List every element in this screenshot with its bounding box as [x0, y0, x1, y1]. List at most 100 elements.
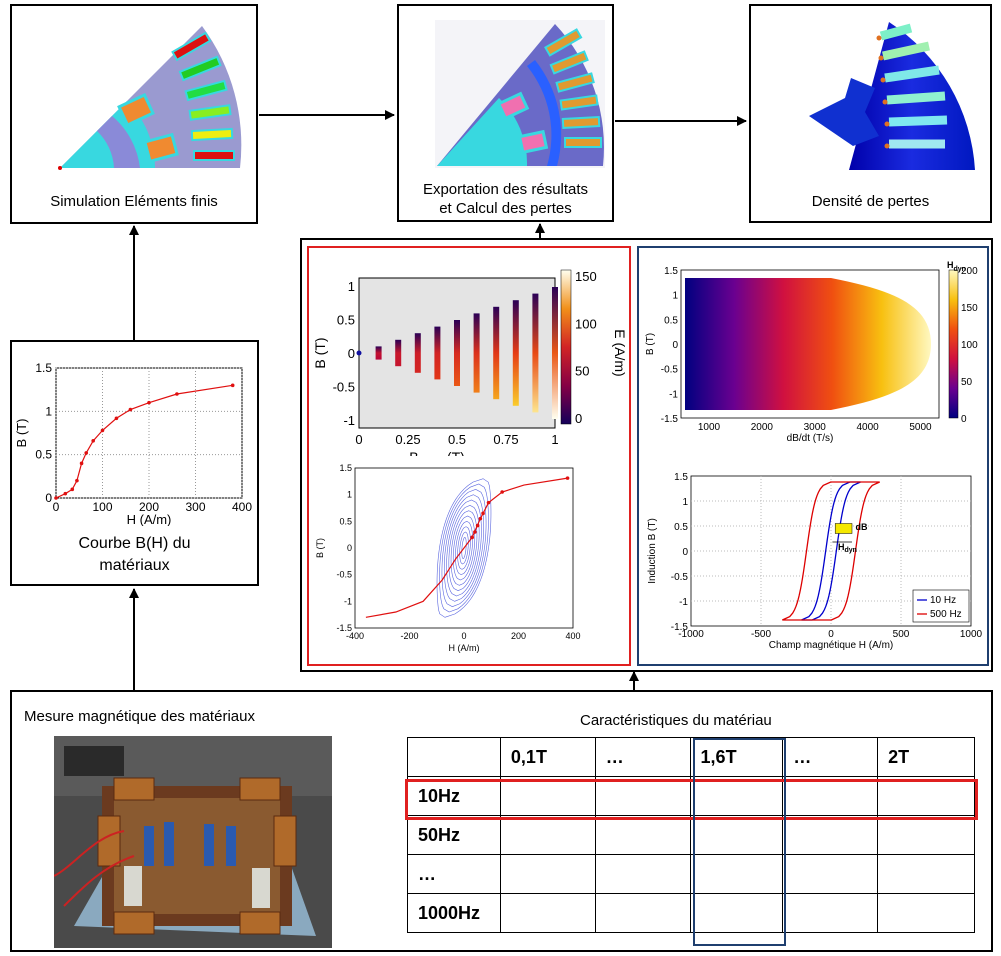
- curve-data-point: [473, 530, 477, 534]
- table-header-cell: …: [594, 737, 691, 777]
- x-tick-label: 0: [828, 629, 834, 640]
- table-header-cell: 0,1T: [499, 737, 596, 777]
- legend-label: 10 Hz: [930, 595, 956, 606]
- colorbar-tick-label: 0: [575, 411, 582, 426]
- bh-data-point: [114, 416, 119, 421]
- table-cell: [782, 893, 879, 933]
- x-tick-label: 1000: [960, 629, 983, 640]
- x-tick-label: 200: [511, 631, 526, 641]
- anhysteretic-curve: [365, 477, 568, 618]
- annotation-hdyn: Hdyn: [838, 542, 857, 554]
- table-header-cell: [407, 737, 501, 777]
- y-tick-label: 0: [45, 491, 52, 505]
- x-tick-label: -200: [400, 631, 418, 641]
- curve-data-point: [500, 490, 504, 494]
- export-caption-line2: et Calcul des pertes: [439, 200, 572, 217]
- peak-bar: [395, 339, 402, 367]
- table-row: …: [407, 854, 975, 894]
- y-tick-label: 0: [347, 543, 352, 553]
- colorbar-tick-label: 200: [961, 266, 978, 277]
- fe-simulation-box: Simulation Eléments finis: [10, 4, 258, 224]
- x-tick-label: 300: [185, 500, 205, 514]
- peak-bar: [414, 333, 421, 373]
- y-tick-label: 0.5: [35, 448, 52, 462]
- y-tick-label: 1: [672, 291, 678, 302]
- x-axis-label: H (A/m): [127, 512, 172, 526]
- peak-bar: [434, 326, 441, 380]
- x-axis-label: dB/dt (T/s): [787, 433, 834, 444]
- y-tick-label: 0.5: [674, 522, 688, 533]
- peak-bar: [512, 300, 519, 406]
- loop-500hz: [782, 481, 880, 621]
- table-row: 50Hz: [407, 815, 975, 855]
- x-tick-label: 0.75: [493, 432, 518, 447]
- y-tick-label: 1: [347, 490, 352, 500]
- y-axis-label: Induction B (T): [647, 518, 658, 584]
- bh-data-point: [54, 496, 58, 500]
- x-tick-label: 2000: [751, 422, 774, 433]
- peak-bar: [493, 306, 500, 400]
- density-box: Densité de pertes: [749, 4, 992, 223]
- table-cell: [877, 893, 975, 933]
- table-header-row: 0,1T … 1,6T … 2T: [407, 737, 975, 777]
- hysteresis-loop: [455, 520, 473, 576]
- measurement-box: Mesure magnétique des matériaux: [10, 690, 993, 952]
- table-cell: [782, 854, 879, 894]
- db-highlight: [834, 523, 853, 534]
- y-tick-label: 0: [672, 340, 678, 351]
- x-tick-label: 5000: [909, 422, 932, 433]
- table-cell: [594, 854, 691, 894]
- fe-mesh-image: [58, 26, 242, 170]
- bh-data-point: [91, 439, 95, 443]
- table-cell: [499, 854, 596, 894]
- measurement-bench-photo: [54, 736, 332, 948]
- colorbar-title: Hdyn: [947, 260, 966, 273]
- colorbar-tick-label: 50: [961, 377, 973, 388]
- measure-caption: Mesure magnétique des matériaux: [24, 708, 255, 725]
- colorbar-tick-label: 100: [961, 340, 978, 351]
- material-table: 0,1T … 1,6T … 2T 10Hz 50Hz … 1000Hz: [407, 737, 975, 933]
- peak-bar: [356, 350, 362, 356]
- peak-bar: [375, 346, 382, 360]
- y-tick-label: -1.5: [336, 623, 352, 633]
- peak-bar: [532, 293, 539, 413]
- x-tick-label: 200: [139, 500, 159, 514]
- table-cell: [877, 776, 975, 816]
- y-tick-label: -0.5: [671, 572, 689, 583]
- bh-data-point: [147, 400, 151, 405]
- colorbar-tick-label: 150: [961, 303, 978, 314]
- x-tick-label: 400: [232, 500, 252, 514]
- fe-caption: Simulation Eléments finis: [50, 193, 218, 210]
- hysteresis-loop: [436, 478, 492, 618]
- y-tick-label: -0.5: [333, 380, 355, 395]
- hysteresis-loop: [446, 499, 482, 597]
- highlight-1-6t-column: [693, 738, 786, 946]
- x-tick-label: 400: [565, 631, 580, 641]
- table-caption: Caractéristiques du matériau: [580, 712, 772, 729]
- x-tick-label: 0: [53, 500, 60, 514]
- peak-bar: [473, 313, 480, 393]
- table-cell: [877, 815, 975, 855]
- x-axis-label: Champ magnétique H (A/m): [769, 640, 894, 651]
- table-cell: [499, 893, 596, 933]
- y-tick-label: 1: [682, 497, 688, 508]
- y-tick-label: -1: [343, 413, 355, 428]
- x-axis-label: H (A/m): [449, 643, 480, 653]
- table-cell: [594, 815, 691, 855]
- colorbar-label: E (A/m): [612, 329, 628, 376]
- peak-bar: [552, 287, 558, 419]
- bh-data-point: [128, 407, 133, 412]
- colorbar-tick-label: 50: [575, 364, 589, 379]
- annotation-db: dB: [856, 522, 868, 532]
- table-cell: [499, 815, 596, 855]
- table-header-cell: …: [782, 737, 879, 777]
- hysteresis-loop: [448, 505, 480, 591]
- plot-frame: [55, 367, 243, 499]
- bh-data-point: [79, 461, 84, 466]
- curve-data-point: [475, 523, 480, 528]
- bh-data-point: [100, 428, 105, 433]
- x-tick-label: -1000: [678, 629, 704, 640]
- colorbar-tick-label: 150: [575, 269, 597, 284]
